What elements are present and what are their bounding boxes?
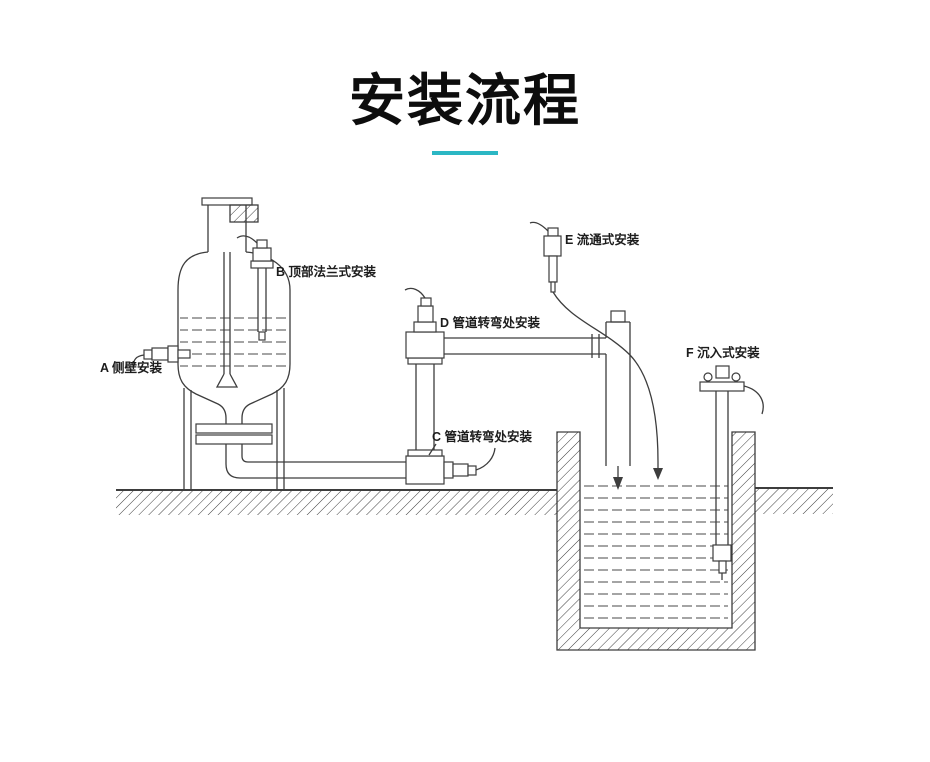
sensor-d-cap [420,297,432,307]
tee-d-body [405,331,445,359]
flow-arrow-down [613,477,623,490]
sensor-b-cable [236,235,258,244]
sensor-e-lower [548,255,558,283]
sensor-b-body [252,247,272,262]
sensor-e-body [543,235,562,257]
sensor-a-nut [167,345,179,363]
sensor-a-body [151,347,169,361]
sensor-c-body [452,463,469,477]
sensor-e-cable [529,221,549,232]
sensor-e-cap [547,227,559,237]
sensor-f-cable [743,385,764,415]
sensor-f-plate [699,381,745,392]
diagram-labels: A 侧壁安装 B 顶部法兰式安装 C 管道转弯处安装 D 管道转弯处安装 E 流… [100,232,760,444]
sensor-a-cap [143,349,153,360]
sensor-b-tip [258,331,266,341]
sensor-d-cable [404,287,426,299]
down-pipe [605,310,631,490]
sensor-e-tip [550,281,556,293]
sensor-f-cap [715,365,730,379]
title-divider [432,151,498,155]
sensor-a-probe [177,349,191,359]
sensor-a-cable [133,354,145,367]
label-a: A 侧壁安装 [100,360,163,375]
sensor-c-nut [443,461,454,479]
ground-hatch-right [755,489,833,514]
tank [177,197,291,490]
vertical-pipe-flange-top [407,357,443,365]
upper-pipe [405,331,606,359]
label-f: F 沉入式安装 [686,345,760,360]
sensor-f [699,365,764,580]
basin-liquid [584,478,728,624]
label-e: E 流通式安装 [565,232,640,247]
sensor-f-bolt [731,372,741,382]
nozzle-hatched-block [229,204,259,223]
label-c: C 管道转弯处安装 [432,429,533,444]
sensor-c [428,443,496,479]
nozzle-top-plate [201,197,253,206]
sensor-e [529,221,663,480]
sensor-f-bolt [703,372,713,382]
label-b: B 顶部法兰式安装 [276,264,377,279]
vessel-liquid [180,316,288,374]
sensor-b [236,235,274,341]
basin [556,431,756,651]
sensor-f-body [712,544,732,562]
sensor-d [404,287,437,333]
sensor-e-flow-line [552,291,659,468]
tee-c-body [405,455,445,485]
label-d: D 管道转弯处安装 [440,315,541,330]
sensor-c-cable [475,447,496,471]
sensor-d-body [417,305,434,323]
flow-arrow-down [653,468,663,480]
label-c-leader [428,443,437,456]
page-title: 安装流程 [349,69,581,132]
shaft-tip [215,373,239,388]
sensor-c-cap [467,465,477,476]
ground-hatch-left [116,491,557,515]
sensor-d-nut [413,321,437,333]
vertical-pipe-flange-bottom [407,449,443,457]
basin-walls [556,431,756,651]
sensor-a [133,345,191,367]
down-pipe-cap [610,310,626,323]
sensor-b-nut [250,260,274,269]
lower-pipe [225,357,445,485]
ground [116,487,833,515]
vessel-outline [177,251,227,424]
sensor-f-tip [718,560,727,574]
bottom-flange [195,423,273,434]
sensor-b-cap [256,239,268,249]
